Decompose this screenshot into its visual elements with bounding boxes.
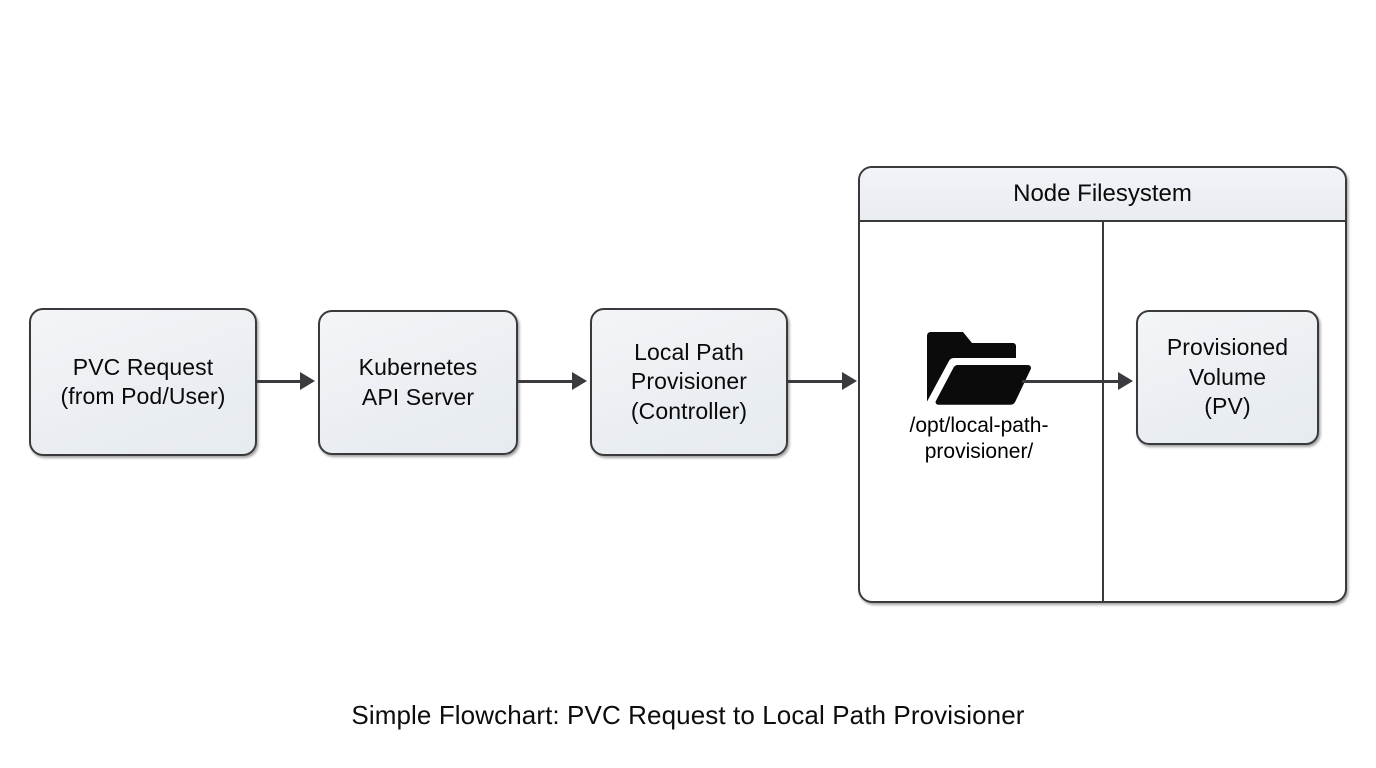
arrowhead-right-icon (572, 372, 587, 390)
edge-folder-to-pv (1022, 380, 1119, 383)
node-api-server-label: Kubernetes API Server (326, 353, 510, 412)
node-api-server[interactable]: Kubernetes API Server (318, 310, 518, 455)
edge-apiserver-to-provisioner (518, 380, 575, 383)
folder-path-line2: provisioner/ (924, 439, 1034, 463)
node-local-path-provisioner-line2: Provisioner (630, 368, 748, 395)
container-node-filesystem-title: Node Filesystem (1013, 180, 1192, 207)
arrowhead-right-icon (1118, 372, 1133, 390)
node-local-path-provisioner-line1: Local Path (634, 338, 744, 365)
node-api-server-line2: API Server (361, 383, 475, 410)
folder-cell: /opt/local-path- provisioner/ (858, 326, 1100, 486)
node-provisioned-volume-label: Provisioned Volume (PV) (1144, 333, 1311, 421)
node-pvc-request-label: PVC Request (from Pod/User) (37, 353, 249, 412)
node-pvc-request[interactable]: PVC Request (from Pod/User) (29, 308, 257, 456)
folder-path-label: /opt/local-path- provisioner/ (874, 413, 1084, 464)
edge-provisioner-to-nodefs (788, 380, 844, 383)
arrowhead-right-icon (300, 372, 315, 390)
node-local-path-provisioner-line3: (Controller) (630, 397, 748, 424)
container-node-filesystem-header: Node Filesystem (860, 168, 1345, 222)
node-local-path-provisioner[interactable]: Local Path Provisioner (Controller) (590, 308, 788, 456)
node-pvc-request-line2: (from Pod/User) (60, 383, 226, 409)
arrowhead-right-icon (842, 372, 857, 390)
container-vertical-divider (1102, 222, 1105, 601)
node-pvc-request-line1: PVC Request (72, 353, 214, 380)
node-local-path-provisioner-label: Local Path Provisioner (Controller) (598, 338, 780, 426)
node-provisioned-volume-line2: Volume (1188, 363, 1267, 390)
node-provisioned-volume[interactable]: Provisioned Volume (PV) (1136, 310, 1319, 445)
folder-path-line1: /opt/local-path- (909, 414, 1049, 437)
figure-caption: Simple Flowchart: PVC Request to Local P… (351, 700, 1025, 730)
edge-pvc-to-apiserver (257, 380, 303, 383)
node-provisioned-volume-line3: (PV) (1204, 393, 1251, 420)
node-provisioned-volume-line1: Provisioned (1166, 334, 1289, 361)
node-api-server-line1: Kubernetes (358, 354, 478, 381)
folder-open-icon (927, 332, 1031, 405)
